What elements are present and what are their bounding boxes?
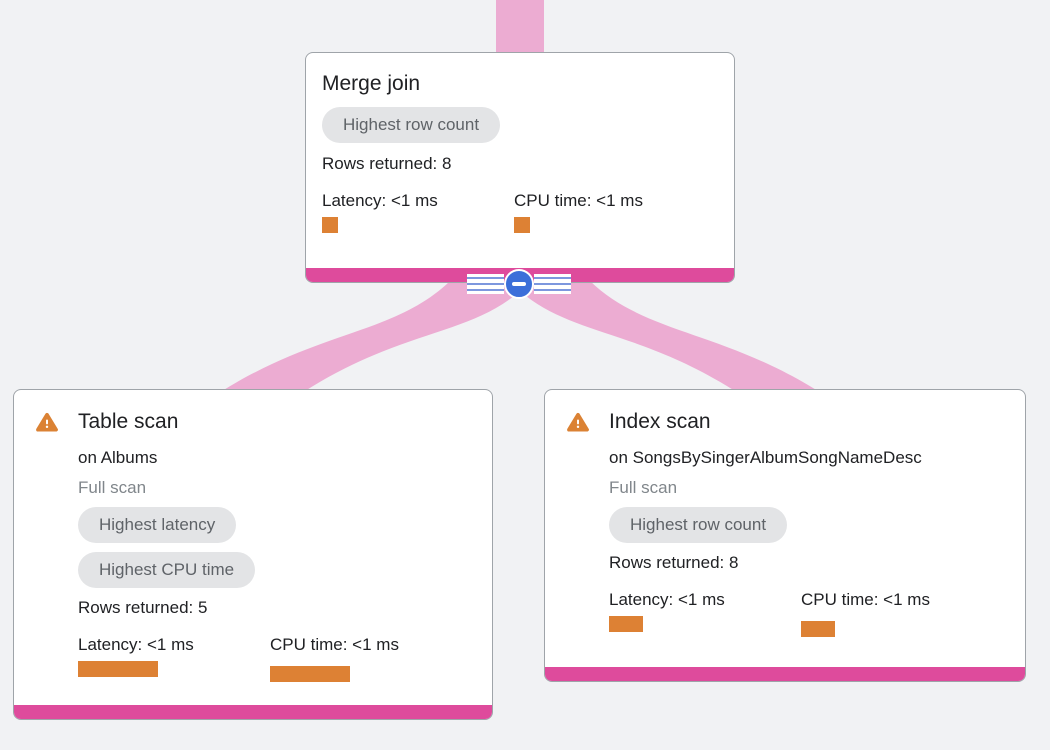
edge-merge-join-to-index-scan [526,281,818,391]
node-title: Table scan [78,410,179,433]
latency-label: Latency: <1 ms [322,191,438,210]
collapse-stripes-left [467,274,504,294]
rows-returned: Rows returned: 8 [322,154,452,173]
cpu-time-label: CPU time: <1 ms [801,590,930,609]
node-merge-join[interactable]: Merge join Highest row count Rows return… [305,52,735,283]
rows-returned: Rows returned: 5 [78,598,208,617]
node-accent-bar [545,667,1025,681]
latency-bar [609,616,643,632]
scan-type: Full scan [609,478,678,497]
latency-label: Latency: <1 ms [78,635,194,654]
status-badge: Highest CPU time [78,552,256,588]
rows-returned: Rows returned: 8 [609,553,739,572]
edge-parent-to-merge-join [496,0,544,54]
cpu-time-label: CPU time: <1 ms [514,191,643,210]
warning-icon [567,412,589,432]
latency-label: Latency: <1 ms [609,590,725,609]
scan-type: Full scan [78,478,147,497]
status-badge: Highest latency [78,507,237,543]
cpu-time-bar [270,666,350,682]
node-target: on Albums [78,448,158,467]
cpu-time-label: CPU time: <1 ms [270,635,399,654]
collapse-stripes-right [534,274,571,294]
node-accent-bar [14,705,492,719]
latency-bar [322,217,338,233]
collapse-control [467,269,571,299]
node-index-scan[interactable]: Index scan on SongsBySingerAlbumSongName… [544,389,1026,682]
cpu-time-bar [801,621,835,637]
node-table-scan[interactable]: Table scan on Albums Full scan Highest l… [13,389,493,720]
status-badge: Highest row count [322,107,501,143]
node-target: on SongsBySingerAlbumSongNameDesc [609,448,922,467]
node-title: Merge join [322,72,421,95]
latency-bar [78,661,158,677]
status-badge: Highest row count [609,507,788,543]
cpu-time-bar [514,217,530,233]
edge-merge-join-to-table-scan [222,281,514,391]
warning-icon [36,412,58,432]
minus-icon [512,282,526,286]
node-title: Index scan [609,410,711,433]
collapse-button[interactable] [504,269,534,299]
